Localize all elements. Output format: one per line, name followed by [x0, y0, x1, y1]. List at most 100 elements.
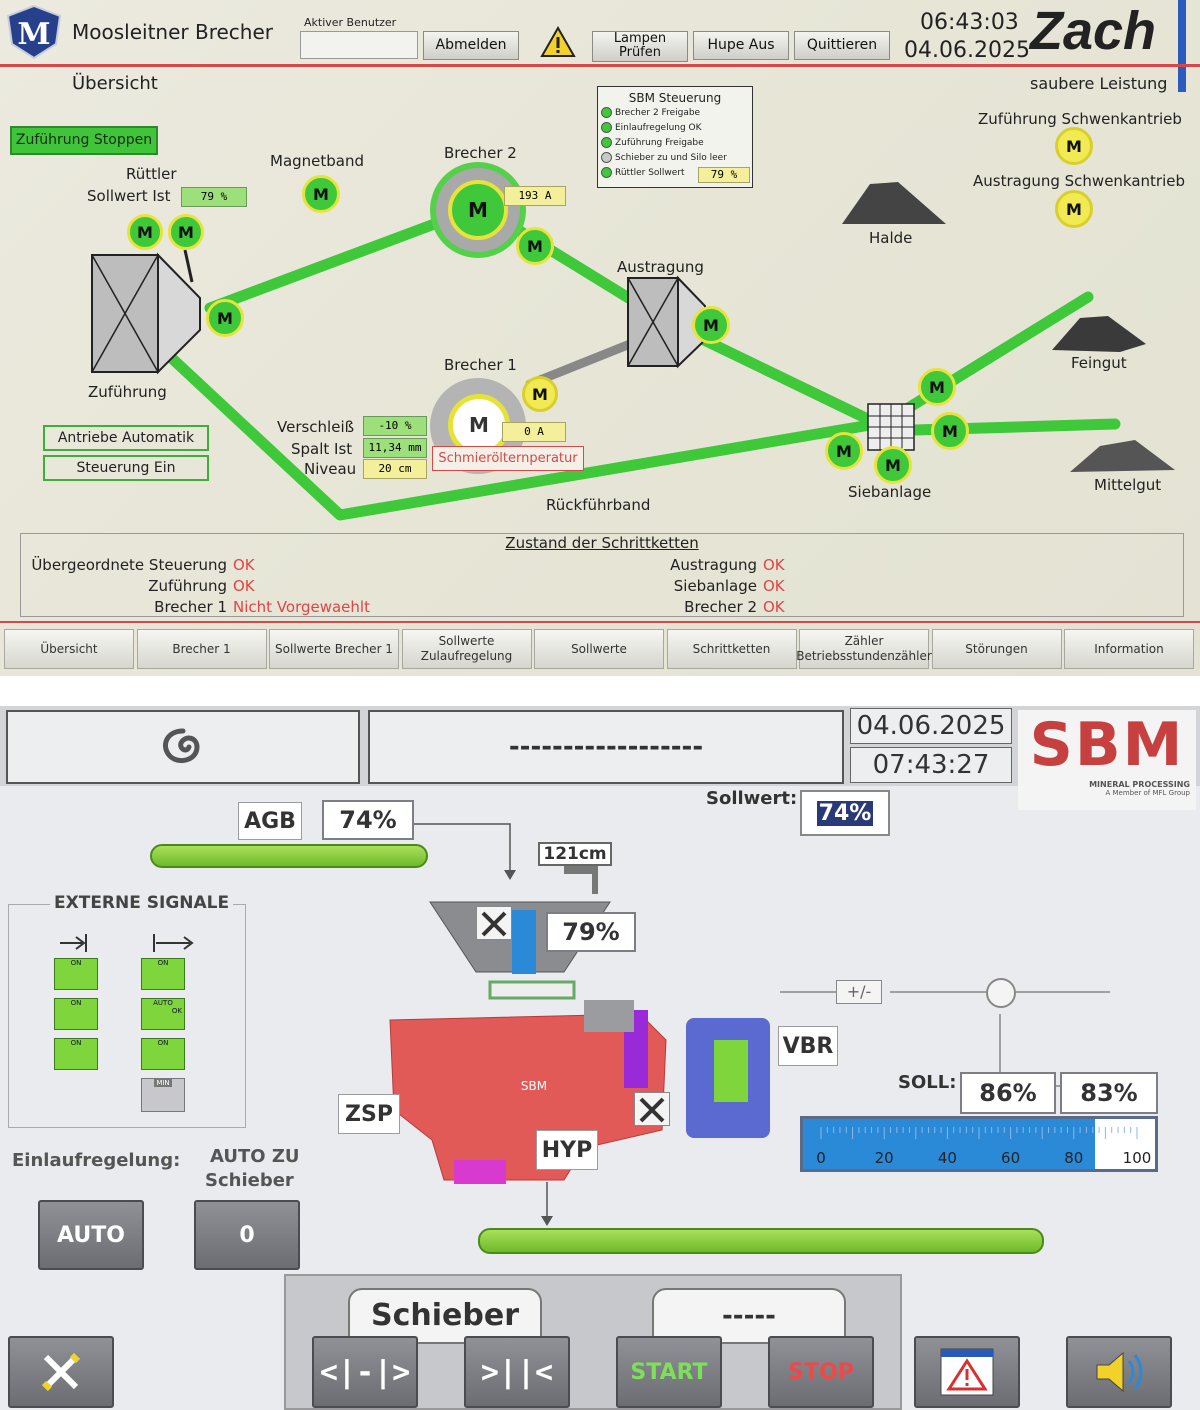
feed-stop-button[interactable]: Zuführung Stoppen: [10, 126, 158, 155]
siebanlage-motor[interactable]: M: [874, 446, 912, 484]
sollwert-label: Sollwert:: [706, 788, 798, 809]
austragung-motor[interactable]: M: [692, 306, 730, 344]
signal-out-min[interactable]: MIN: [141, 1078, 185, 1112]
active-user-field[interactable]: [300, 31, 418, 59]
soll-label: SOLL:: [898, 1072, 957, 1093]
clock-time: 06:43:03: [920, 10, 1019, 35]
discharge-conveyor: [478, 1228, 1044, 1254]
time-display: 07:43:27: [850, 747, 1012, 783]
sollwert-field[interactable]: 74%: [800, 790, 890, 836]
stop-button[interactable]: STOP: [768, 1336, 874, 1408]
open-schieber-button[interactable]: <|-|>: [312, 1336, 418, 1408]
nav-tab[interactable]: Sollwerte: [534, 629, 664, 669]
auto-button[interactable]: AUTO: [38, 1200, 144, 1270]
austragung-schwenk-motor[interactable]: M: [1055, 190, 1093, 228]
soll-value-1[interactable]: 86%: [960, 1072, 1056, 1114]
tools-icon[interactable]: [476, 906, 512, 940]
brand-stripe: [1178, 0, 1186, 92]
lamp-test-button[interactable]: Lampen Prüfen: [592, 31, 688, 62]
level-sensor: [564, 866, 598, 894]
nav-tab[interactable]: Information: [1064, 629, 1194, 669]
gauge-tick-label: 0: [816, 1149, 826, 1167]
drives-auto-button[interactable]: Antriebe Automatik: [43, 425, 209, 451]
agb-value[interactable]: 74%: [322, 800, 414, 840]
ruettler-motor-1[interactable]: M: [127, 214, 163, 250]
tab-empty[interactable]: -----: [652, 1288, 846, 1344]
brecher2-label: Brecher 2: [444, 144, 517, 162]
ruettler-motor-2[interactable]: M: [168, 214, 204, 250]
mittelgut-motor[interactable]: M: [931, 412, 969, 450]
nav-tab[interactable]: Störungen: [931, 629, 1062, 669]
step-chain-row: Brecher 1 Nicht Vorgewaehlt: [21, 598, 521, 619]
horn-off-button[interactable]: Hupe Aus: [693, 31, 789, 60]
signal-in-3[interactable]: ON: [54, 1038, 98, 1070]
brecher1-current: 0 A: [502, 422, 566, 442]
signal-out-1[interactable]: ON: [141, 958, 185, 990]
warning-icon[interactable]: [540, 25, 576, 58]
spalt-ist-value: 11,34 mm: [363, 438, 427, 458]
step-chain-key: Brecher 1: [154, 598, 227, 616]
lube-oil-temp-alarm[interactable]: Schmierölternperatur: [432, 446, 584, 471]
zufuehrung-schwenk-label: Zuführung Schwenkantrieb: [978, 110, 1182, 128]
mittelgut-pile: [1070, 440, 1175, 472]
start-button[interactable]: START: [616, 1336, 722, 1408]
niveau-label: Niveau: [304, 460, 357, 478]
status-led-icon: [601, 107, 612, 118]
step-chain-value: OK: [233, 556, 255, 574]
signal-in-2[interactable]: ON: [54, 998, 98, 1030]
spalt-ist-label: Spalt Ist: [291, 440, 353, 458]
acknowledge-button[interactable]: Quittieren: [794, 31, 890, 60]
logout-button[interactable]: Abmelden: [423, 31, 519, 60]
swirl-icon: [163, 728, 200, 764]
nav-tab[interactable]: Brecher 1: [136, 629, 267, 669]
sbm-status-row: Brecher 2 Freigabe: [601, 105, 752, 120]
summing-junction: [986, 978, 1016, 1008]
feeder-process-lines: [414, 823, 1110, 1226]
rueckfuehr-motor[interactable]: M: [825, 432, 863, 470]
signal-out-3[interactable]: ON: [141, 1038, 185, 1070]
sbm-logo-text: SBM: [1029, 710, 1185, 780]
sbm-status-row: Schieber zu und Silo leer: [601, 150, 752, 165]
control-on-button[interactable]: Steuerung Ein: [43, 455, 209, 481]
settings-tools-button[interactable]: [8, 1336, 114, 1408]
sbm-status-row: Rüttler Sollwert: [601, 165, 752, 180]
mittelgut-label: Mittelgut: [1094, 476, 1162, 494]
app-title: Moosleitner Brecher: [72, 20, 273, 44]
external-signals-title: EXTERNE SIGNALE: [50, 893, 234, 913]
nav-tab[interactable]: Sollwerte Brecher 1: [269, 629, 399, 669]
step-chain-value: Nicht Vorgewaehlt: [233, 598, 370, 616]
nav-tab[interactable]: Zähler Betriebsstundenzähler: [796, 629, 932, 669]
alarms-button[interactable]: [914, 1336, 1020, 1408]
nav-tab[interactable]: Übersicht: [4, 629, 134, 669]
brecher2-current: 193 A: [504, 186, 566, 206]
brecher2-crusher[interactable]: [430, 162, 526, 258]
tab-schieber[interactable]: Schieber: [348, 1288, 542, 1344]
feingut-motor[interactable]: M: [918, 368, 956, 406]
magnetband-motor[interactable]: M: [302, 175, 340, 213]
brecher1-aux-motor[interactable]: M: [522, 376, 558, 412]
close-schieber-button[interactable]: >||<: [464, 1336, 570, 1408]
rueckfuehrband-label: Rückführband: [546, 496, 651, 514]
zufuehrung-schwenk-motor[interactable]: M: [1055, 127, 1093, 165]
signal-in-1[interactable]: ON: [54, 958, 98, 990]
gauge-tick-label: 40: [938, 1149, 957, 1167]
auto-zu-label: AUTO ZU: [210, 1146, 300, 1167]
hopper-level-value[interactable]: 79%: [546, 912, 636, 952]
brecher2-motor[interactable]: M: [448, 180, 508, 240]
step-chain-key: Zuführung: [148, 577, 227, 595]
nav-tab[interactable]: Schrittketten: [666, 629, 797, 669]
zufuehrung-motor[interactable]: M: [206, 299, 244, 337]
nav-tab[interactable]: Sollwerte Zulaufregelung: [401, 629, 532, 669]
horn-button[interactable]: [1066, 1336, 1172, 1408]
hydraulic-tools-icon[interactable]: [634, 1092, 670, 1126]
soll-value-2[interactable]: 83%: [1060, 1072, 1158, 1114]
vbr-motor[interactable]: [686, 1018, 770, 1138]
brecher2-aux-motor[interactable]: M: [516, 227, 554, 265]
schieber-zero-button[interactable]: 0: [194, 1200, 300, 1270]
vbr-label: VBR: [778, 1026, 838, 1066]
brecher1-conveyor: [525, 335, 645, 389]
